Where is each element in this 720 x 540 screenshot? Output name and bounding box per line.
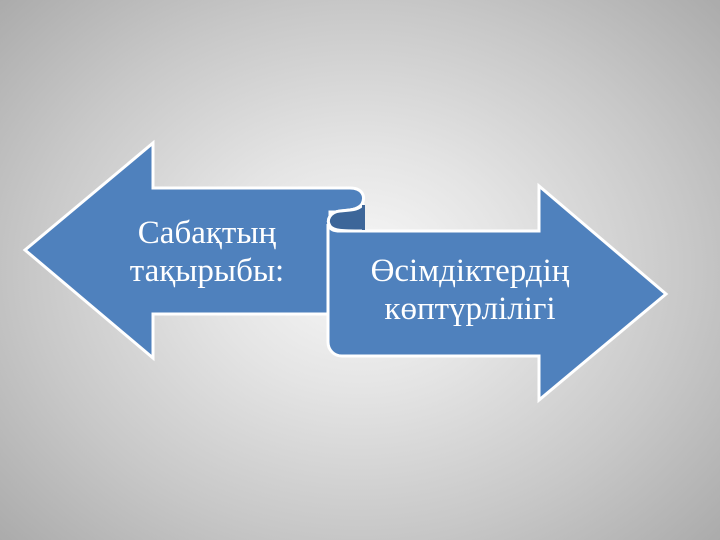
left-arrow-label-line1: Сабақтың — [137, 215, 277, 251]
scroll-curl-gap-fill — [362, 205, 365, 230]
right-arrow-label: Өсімдіктердің көптүрлілігі — [345, 252, 595, 328]
right-arrow-label-line1: Өсімдіктердің — [370, 253, 570, 289]
right-arrow-label-line2: көптүрлілігі — [384, 291, 556, 327]
scroll-curl-edge — [326, 203, 365, 233]
left-arrow-label-line2: тақырыбы: — [129, 253, 285, 289]
left-arrow-label: Сабақтың тақырыбы: — [112, 214, 302, 290]
